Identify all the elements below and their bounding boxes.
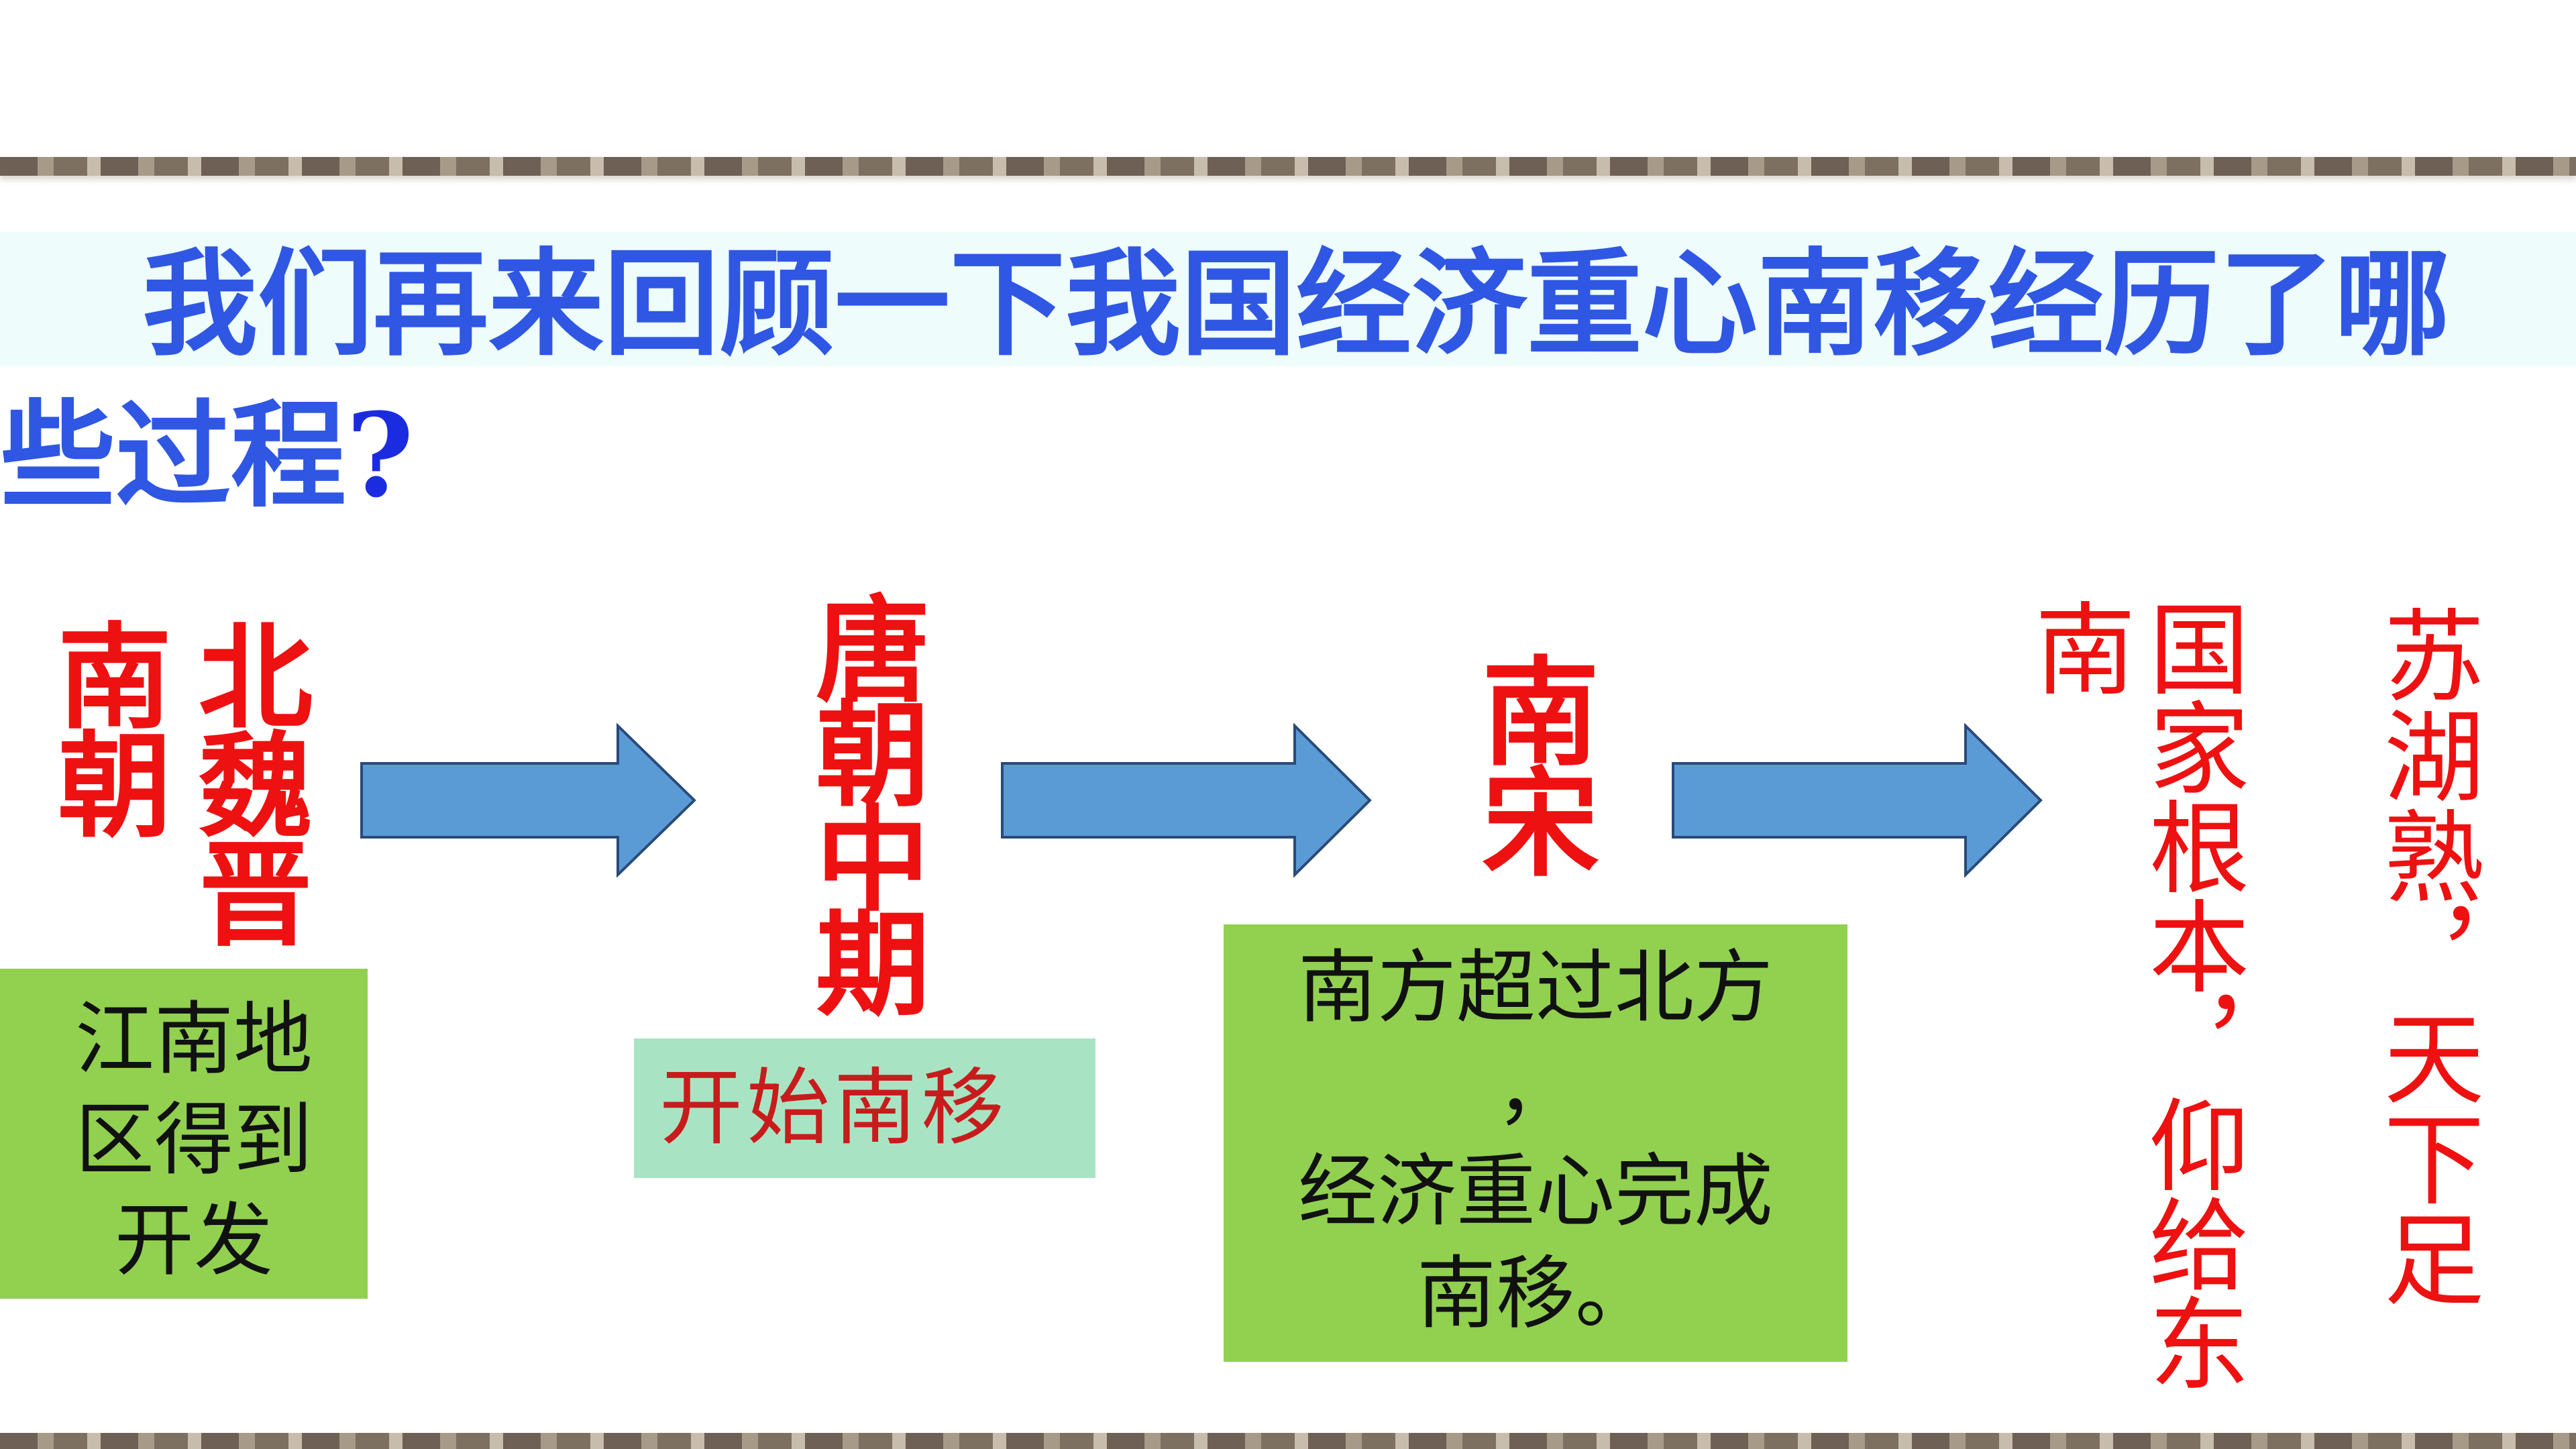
slide-title: 我们再来回顾一下我国经济重心南移经历了哪些过程? [0,228,2549,531]
note-line: ， [1495,1043,1575,1136]
note-line: 经济重心完成 [1297,1145,1773,1238]
note-line: 江南地 [74,993,313,1085]
era-southern-song: 南宋 [1462,651,1598,872]
note-line: 南移。 [1416,1247,1654,1340]
era-northern-wei-jin-southern-dynasties: 北魏晋南朝 [38,617,311,943]
bottom-decorative-border [0,1433,2576,1449]
quote-suzhou-huzhou: 苏湖熟，天下足 [2367,604,2483,1308]
title-highlight-band [0,232,2576,366]
note-line: 南方超过北方 [1297,941,1773,1034]
note-line: 区得到 [74,1093,313,1186]
note-box-south-surpasses-north: 南方超过北方 ， 经济重心完成 南移。 [1224,924,1847,1362]
right-arrow-icon [360,723,696,877]
right-arrow-icon [1001,723,1372,877]
top-decorative-border [0,157,2576,176]
era-mid-tang-dynasty: 唐朝中期 [796,590,928,1009]
slide-title-main: 我们再来回顾一下我国经济重心南移经历了哪些过程 [0,235,2450,523]
note-line: 开发 [114,1194,273,1287]
slide-title-question-mark: ? [346,387,414,523]
note-box-jiangnan-developed: 江南地 区得到 开发 [0,969,368,1299]
note-box-start-moving-south: 开始南移 [634,1038,1095,1178]
quote-national-foundation: 国家根本，仰给东南 [2018,597,2249,1391]
right-arrow-icon [1672,723,2043,877]
